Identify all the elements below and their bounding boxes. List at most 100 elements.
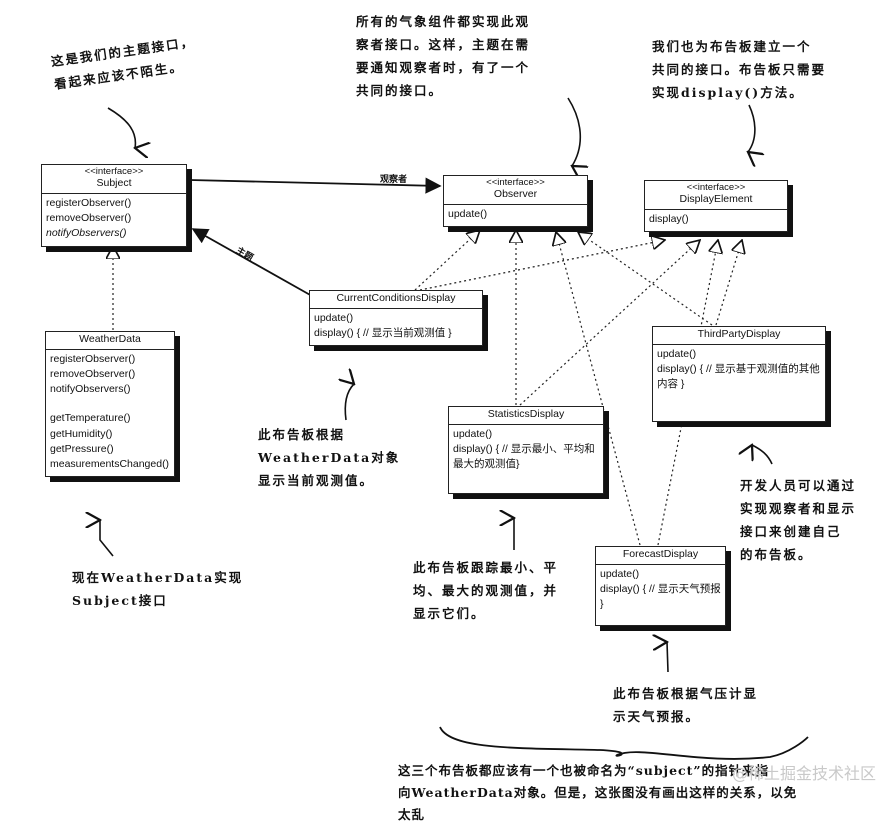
class-header: WeatherData: [46, 332, 174, 350]
note-line: 察者接口。这样，主题在需: [356, 37, 531, 53]
class-statistics-display[interactable]: StatisticsDisplay update() display() { /…: [448, 406, 604, 494]
note-line: 均、最大的观测值，并: [413, 583, 559, 599]
note-line: 此布告板根据气压计显: [613, 686, 759, 701]
class-name: StatisticsDisplay: [487, 408, 565, 420]
class-name: ThirdPartyDisplay: [697, 328, 781, 340]
class-observer[interactable]: <<interface>> Observer update(): [443, 175, 588, 228]
class-weather-data[interactable]: WeatherData registerObserver() removeObs…: [45, 331, 175, 478]
method-list: update() display() { // 显示当前观测值 }: [310, 309, 482, 345]
note-line: 所有的气象组件都实现此观: [356, 14, 531, 29]
pointer-forecast-note: [667, 642, 668, 673]
realize-current-display: [419, 240, 665, 291]
note-statistics: 此布告板跟踪最小、平 均、最大的观测值，并 显示它们。: [413, 556, 558, 625]
class-name: ForecastDisplay: [622, 548, 699, 560]
class-name: CurrentConditionsDisplay: [336, 292, 456, 304]
note-line: 实现display()方法。: [652, 85, 804, 101]
method-list: registerObserver() removeObserver() noti…: [42, 194, 186, 246]
curly-brace: [439, 726, 809, 760]
method-list: update() display() { // 显示天气预报 }: [596, 565, 725, 617]
note-line: 开发人员可以通过: [740, 478, 857, 493]
realize-current-observer: [414, 230, 480, 291]
method: getPressure(): [50, 442, 114, 455]
note-line: 接口来创建自己: [740, 524, 842, 540]
class-header: <<interface>> Observer: [444, 176, 587, 206]
stereotype: <<interface>>: [686, 182, 746, 193]
realize-forecast-observer: [556, 232, 641, 546]
method: notifyObservers(): [50, 383, 131, 396]
method: update(): [314, 311, 354, 324]
watermark: @稀土掘金技术社区: [731, 764, 876, 783]
stereotype: <<interface>>: [84, 166, 144, 177]
class-current-conditions-display[interactable]: CurrentConditionsDisplay update() displa…: [309, 290, 483, 347]
class-third-party-display[interactable]: ThirdPartyDisplay update() display() { /…: [652, 326, 826, 422]
pointer-subject-note: [107, 107, 135, 148]
note-line: 我们也为布告板建立一个: [652, 39, 812, 54]
note-line: 太乱: [398, 806, 426, 822]
method: notifyObservers(): [46, 227, 127, 240]
class-header: <<interface>> Subject: [42, 165, 186, 195]
method: display() { // 显示最小、平均和最大的观测值}: [453, 442, 595, 471]
note-line: Subject接口: [72, 593, 168, 609]
method: removeObserver(): [50, 367, 136, 380]
realize-statistics-display: [519, 240, 700, 406]
note-display-element: 我们也为布告板建立一个 共同的接口。布告板只需要 实现display()方法。: [652, 35, 826, 104]
class-subject[interactable]: <<interface>> Subject registerObserver()…: [41, 164, 187, 247]
method: measurementsChanged(): [50, 457, 170, 470]
note-bottom: 这三个布告板都应该有一个也被命名为“subject”的指针来指 向Weather…: [398, 760, 797, 826]
class-header: ForecastDisplay: [596, 547, 725, 565]
realize-thirdparty-display: [715, 240, 742, 326]
method: display() { // 显示基于观测值的其他内容 }: [657, 362, 820, 391]
note-line: 此布告板根据: [258, 427, 346, 442]
method: removeObserver(): [46, 212, 132, 225]
method: registerObserver(): [50, 352, 136, 365]
method-list: update() display() { // 显示最小、平均和最大的观测值}: [449, 425, 603, 477]
class-name: DisplayElement: [679, 193, 753, 206]
class-header: <<interface>> DisplayElement: [645, 181, 787, 211]
pointer-thirdparty-note: [752, 445, 773, 465]
note-line: 要通知观察者时，有了一个: [356, 60, 531, 76]
method: update(): [453, 427, 493, 440]
note-line: 共同的接口。布告板只需要: [652, 62, 827, 78]
note-line: 此布告板跟踪最小、平: [413, 560, 559, 575]
note-line: 实现观察者和显示: [740, 501, 857, 517]
note-line: 共同的接口。: [356, 83, 444, 99]
note-line: 向WeatherData对象。但是，这张图没有画出这样的关系，以免: [398, 784, 798, 800]
note-weather-data: 现在WeatherData实现 Subject接口: [72, 566, 243, 612]
note-line: 显示它们。: [413, 606, 486, 622]
class-header: ThirdPartyDisplay: [653, 327, 825, 345]
note-line: 这三个布告板都应该有一个也被命名为“subject”的指针来指: [398, 763, 770, 778]
assoc-subject-observer: [189, 177, 442, 194]
class-header: CurrentConditionsDisplay: [310, 291, 482, 309]
class-forecast-display[interactable]: ForecastDisplay update() display() { // …: [595, 546, 726, 626]
note-current-conditions: 此布告板根据 WeatherData对象 显示当前观测值。: [258, 423, 400, 492]
note-line: 的布告板。: [740, 547, 813, 563]
class-name: Observer: [493, 188, 538, 201]
method-list: display(): [645, 210, 787, 231]
method: registerObserver(): [46, 197, 132, 210]
method: getTemperature(): [50, 412, 131, 425]
method: display(): [649, 213, 689, 226]
assoc-label-observer: 观察者: [380, 175, 408, 185]
note-line: 现在WeatherData实现: [72, 570, 244, 585]
method: display() { // 显示天气预报 }: [600, 582, 721, 611]
note-third-party: 开发人员可以通过 实现观察者和显示 接口来创建自己 的布告板。: [740, 474, 856, 567]
method: display() { // 显示当前观测值 }: [314, 326, 452, 339]
note-line: 显示当前观测值。: [258, 473, 375, 489]
pointer-current-note: [345, 384, 354, 421]
method: getHumidity(): [50, 427, 113, 440]
method-list: registerObserver() removeObserver() noti…: [46, 350, 174, 477]
class-display-element[interactable]: <<interface>> DisplayElement display(): [644, 180, 788, 233]
note-line: 示天气预报。: [613, 709, 701, 725]
stereotype: <<interface>>: [486, 177, 545, 188]
pointer-display-note: [748, 104, 755, 152]
method: update(): [448, 208, 488, 221]
class-name: WeatherData: [79, 333, 141, 345]
class-name: Subject: [96, 177, 132, 190]
pointer-observer-note: [567, 97, 580, 166]
method: update(): [600, 567, 640, 580]
realize-thirdparty-observer: [578, 232, 713, 326]
assoc-current-subject: [191, 228, 313, 297]
class-header: StatisticsDisplay: [449, 407, 603, 425]
note-observer: 所有的气象组件都实现此观 察者接口。这样，主题在需 要通知观察者时，有了一个 共…: [356, 10, 530, 103]
note-line: WeatherData对象: [258, 450, 401, 466]
